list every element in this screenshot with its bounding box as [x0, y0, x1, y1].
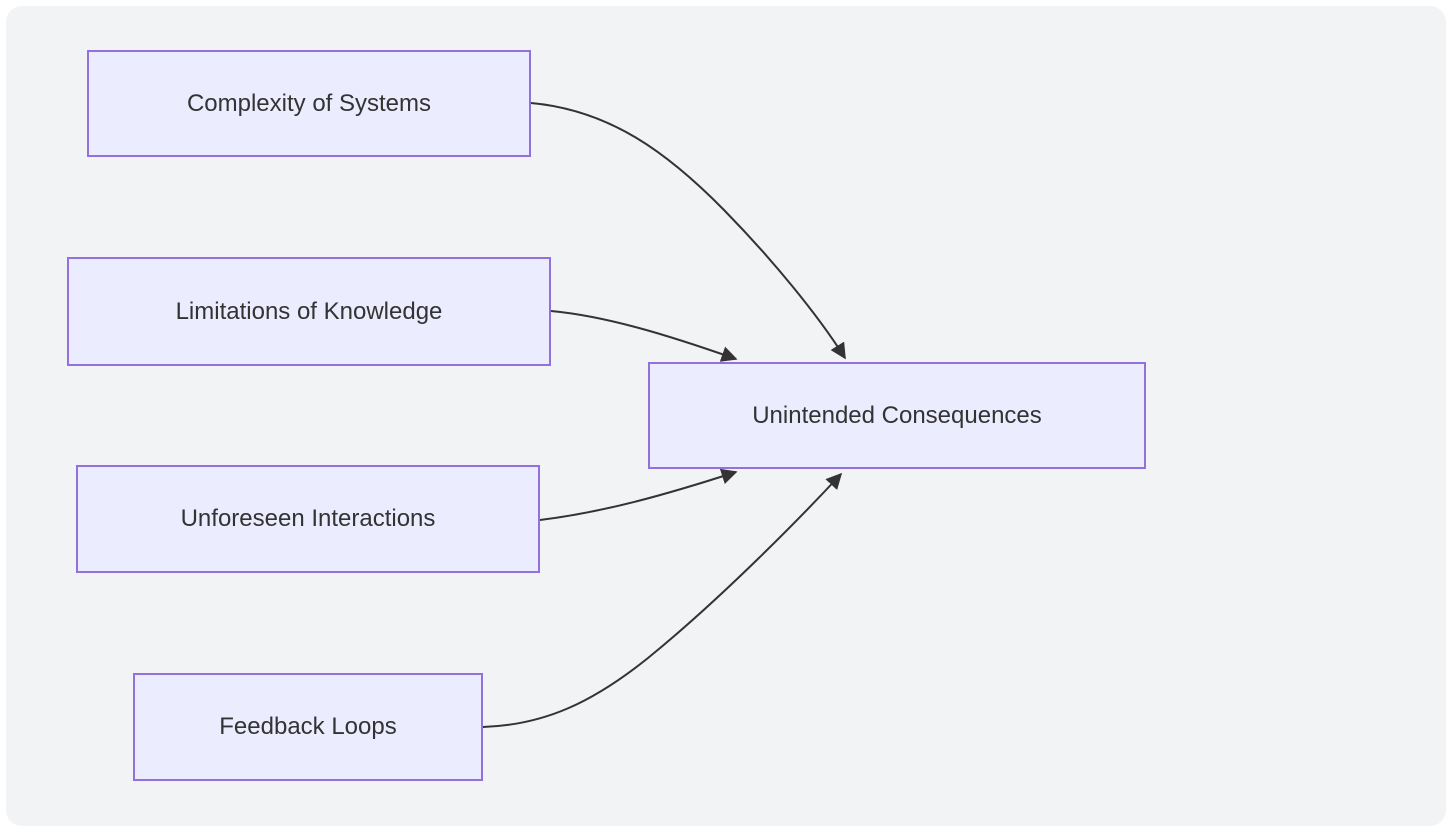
node-label: Complexity of Systems — [186, 89, 432, 117]
node-unintended-consequences: Unintended Consequences — [648, 362, 1146, 469]
node-label: Unforeseen Interactions — [180, 505, 436, 532]
node-limitations-of-knowledge: Limitations of Knowledge — [67, 257, 551, 366]
diagram-canvas: Complexity of Systems Limitations of Kno… — [6, 6, 1446, 826]
node-label: Limitations of Knowledge — [175, 297, 443, 325]
node-feedback-loops: Feedback Loops — [133, 673, 483, 781]
node-label: Unintended Consequences — [752, 401, 1042, 429]
edge-limitations-to-consequences — [550, 310, 738, 362]
flowchart-diagram: Complexity of Systems Limitations of Kno… — [6, 6, 1446, 826]
edge-complexity-to-consequences — [530, 102, 846, 360]
node-unforeseen-interactions: Unforeseen Interactions — [76, 465, 540, 573]
node-label: Feedback Loops — [219, 713, 397, 740]
edge-unforeseen-to-consequences — [539, 468, 738, 521]
node-complexity-of-systems: Complexity of Systems — [87, 50, 531, 157]
